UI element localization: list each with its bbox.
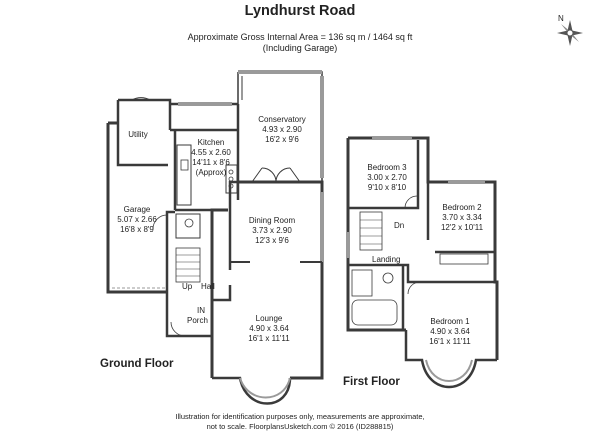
lounge-metric: 4.90 x 3.64 bbox=[249, 324, 289, 333]
lounge-imperial: 16'1 x 11'11 bbox=[248, 334, 290, 343]
conservatory-metric: 4.93 x 2.90 bbox=[262, 125, 302, 134]
ground-floor-label: Ground Floor bbox=[100, 358, 174, 370]
kitchen-imperial: 14'11 x 8'6 bbox=[192, 158, 230, 167]
porch-in-label: IN bbox=[197, 306, 205, 315]
bedroom3-name: Bedroom 3 bbox=[367, 163, 407, 172]
lounge-name: Lounge bbox=[256, 314, 283, 323]
dining-name: Dining Room bbox=[249, 216, 296, 225]
disclaimer-line-1: Illustration for identification purposes… bbox=[175, 412, 425, 421]
bedroom1-imperial: 16'1 x 11'11 bbox=[429, 337, 471, 346]
landing-label: Landing bbox=[372, 255, 400, 264]
bedroom2-name: Bedroom 2 bbox=[442, 203, 482, 212]
kitchen-name: Kitchen bbox=[198, 138, 225, 147]
disclaimer-line-2: not to scale. FloorplansUsketch.com © 20… bbox=[206, 422, 394, 431]
hall-label: Hall bbox=[201, 282, 215, 291]
kitchen-metric: 4.55 x 2.60 bbox=[191, 148, 231, 157]
ground-floor-plan bbox=[106, 70, 324, 405]
up-label: Up bbox=[182, 282, 193, 291]
first-floor-plan bbox=[346, 136, 499, 389]
compass-north-label: N bbox=[558, 14, 564, 23]
conservatory-imperial: 16'2 x 9'6 bbox=[265, 135, 299, 144]
kitchen-note: (Approx) bbox=[196, 168, 227, 177]
dn-label: Dn bbox=[394, 221, 404, 230]
garage-name: Garage bbox=[124, 205, 151, 214]
gross-area-text: Approximate Gross Internal Area = 136 sq… bbox=[187, 32, 413, 42]
bedroom1-metric: 4.90 x 3.64 bbox=[430, 327, 470, 336]
plan-title: Lyndhurst Road bbox=[244, 3, 356, 19]
dining-imperial: 12'3 x 9'6 bbox=[255, 236, 289, 245]
first-floor-label: First Floor bbox=[343, 376, 400, 388]
garage-metric: 5.07 x 2.66 bbox=[117, 215, 157, 224]
utility-label: Utility bbox=[128, 130, 148, 139]
bedroom3-metric: 3.00 x 2.70 bbox=[367, 173, 407, 182]
porch-label: Porch bbox=[187, 316, 208, 325]
conservatory-name: Conservatory bbox=[258, 115, 306, 124]
bedroom3-imperial: 9'10 x 8'10 bbox=[368, 183, 407, 192]
bedroom2-imperial: 12'2 x 10'11 bbox=[441, 223, 484, 232]
bedroom2-metric: 3.70 x 3.34 bbox=[442, 213, 482, 222]
compass-icon: N bbox=[557, 14, 583, 46]
dining-metric: 3.73 x 2.90 bbox=[252, 226, 292, 235]
garage-imperial: 16'8 x 8'9 bbox=[120, 225, 154, 234]
area-note-text: (Including Garage) bbox=[262, 43, 338, 53]
bedroom1-name: Bedroom 1 bbox=[430, 317, 470, 326]
